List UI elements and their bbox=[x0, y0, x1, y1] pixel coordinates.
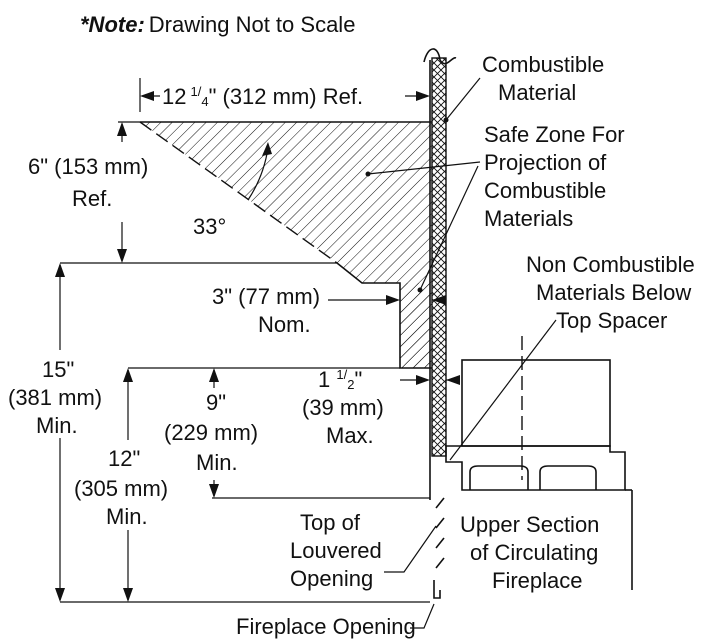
height-arrow-top bbox=[117, 122, 127, 136]
safe-zone-label-2: Projection of bbox=[484, 150, 607, 175]
height-ref-label: 6" (153 mm) bbox=[28, 154, 148, 179]
safe-zone-label-4: Materials bbox=[484, 206, 573, 231]
fireplace-box bbox=[461, 359, 611, 447]
dim9-arrow-top bbox=[209, 368, 219, 382]
min9-label: 9" bbox=[206, 390, 226, 415]
non-combustible-label-3: Top Spacer bbox=[556, 308, 667, 333]
height-ref-label-2: Ref. bbox=[72, 186, 112, 211]
max-arrow-left bbox=[416, 375, 430, 385]
louver-label: Top of bbox=[300, 510, 361, 535]
angle-arrow bbox=[262, 142, 272, 156]
combustible-label-2: Material bbox=[498, 80, 576, 105]
fp-opening-label: Fireplace Opening bbox=[236, 614, 416, 639]
min9-label-3: Min. bbox=[196, 450, 238, 475]
width-arrow-left bbox=[140, 91, 154, 101]
max-label-3: Max. bbox=[326, 423, 374, 448]
safe-zone-hatch bbox=[140, 122, 432, 368]
projection-line bbox=[139, 121, 338, 264]
non-combustible-leader bbox=[449, 319, 557, 461]
max-label: 1 1/2" bbox=[318, 367, 362, 392]
max-arrow-right bbox=[446, 375, 460, 385]
nom-label: 3" (77 mm) bbox=[212, 284, 320, 309]
combustible-leader bbox=[445, 77, 481, 121]
wall-top-break bbox=[423, 48, 457, 65]
nom-label-2: Nom. bbox=[258, 312, 311, 337]
dim15-arrow-bottom bbox=[55, 588, 65, 602]
combustible-wall bbox=[431, 57, 447, 457]
upper-label-2: of Circulating bbox=[470, 540, 598, 565]
fp-opening-leader bbox=[410, 603, 435, 629]
dim9-arrow-bottom bbox=[209, 484, 219, 498]
upper-label-3: Fireplace bbox=[492, 568, 582, 593]
safe-zone-label: Safe Zone For bbox=[484, 122, 625, 147]
fireplace-body bbox=[445, 445, 626, 491]
safe-zone-leader-2 bbox=[419, 165, 479, 291]
combustible-dot bbox=[443, 117, 449, 123]
width-arrow-right bbox=[416, 91, 430, 101]
angle-label: 33° bbox=[193, 214, 226, 239]
non-combustible-label-2: Materials Below bbox=[536, 280, 691, 305]
combustible-label: Combustible bbox=[482, 52, 604, 77]
safe-zone-dot-1 bbox=[365, 171, 371, 177]
non-combustible-label: Non Combustible bbox=[526, 252, 695, 277]
safe-zone-leader-1 bbox=[367, 161, 481, 175]
height-arrow-bottom bbox=[117, 249, 127, 263]
min15-label: 15" bbox=[42, 357, 74, 382]
nom-arrow-left bbox=[386, 295, 400, 305]
nom-arrow-right bbox=[432, 295, 446, 305]
non-combustible-plate bbox=[400, 283, 432, 368]
safe-zone-dot-2 bbox=[417, 287, 423, 293]
louver-label-2: Louvered bbox=[290, 538, 382, 563]
min12-label-3: Min. bbox=[106, 504, 148, 529]
note-text: *Note:Drawing Not to Scale bbox=[80, 12, 355, 37]
fireplace-vent-left bbox=[469, 465, 529, 490]
fireplace-vent-right bbox=[539, 465, 597, 490]
dim12-arrow-top bbox=[123, 368, 133, 382]
min15-label-3: Min. bbox=[36, 413, 78, 438]
louver-leader bbox=[384, 525, 437, 573]
max-label-2: (39 mm) bbox=[302, 395, 384, 420]
min12-label: 12" bbox=[108, 446, 140, 471]
min9-label-2: (229 mm) bbox=[164, 420, 258, 445]
dim15-arrow-top bbox=[55, 263, 65, 277]
min15-label-2: (381 mm) bbox=[8, 385, 102, 410]
louver-label-3: Opening bbox=[290, 566, 373, 591]
upper-label: Upper Section bbox=[460, 512, 599, 537]
safe-zone-label-3: Combustible bbox=[484, 178, 606, 203]
min12-label-2: (305 mm) bbox=[74, 476, 168, 501]
louvered-opening bbox=[433, 497, 445, 599]
dim12-arrow-bottom bbox=[123, 588, 133, 602]
